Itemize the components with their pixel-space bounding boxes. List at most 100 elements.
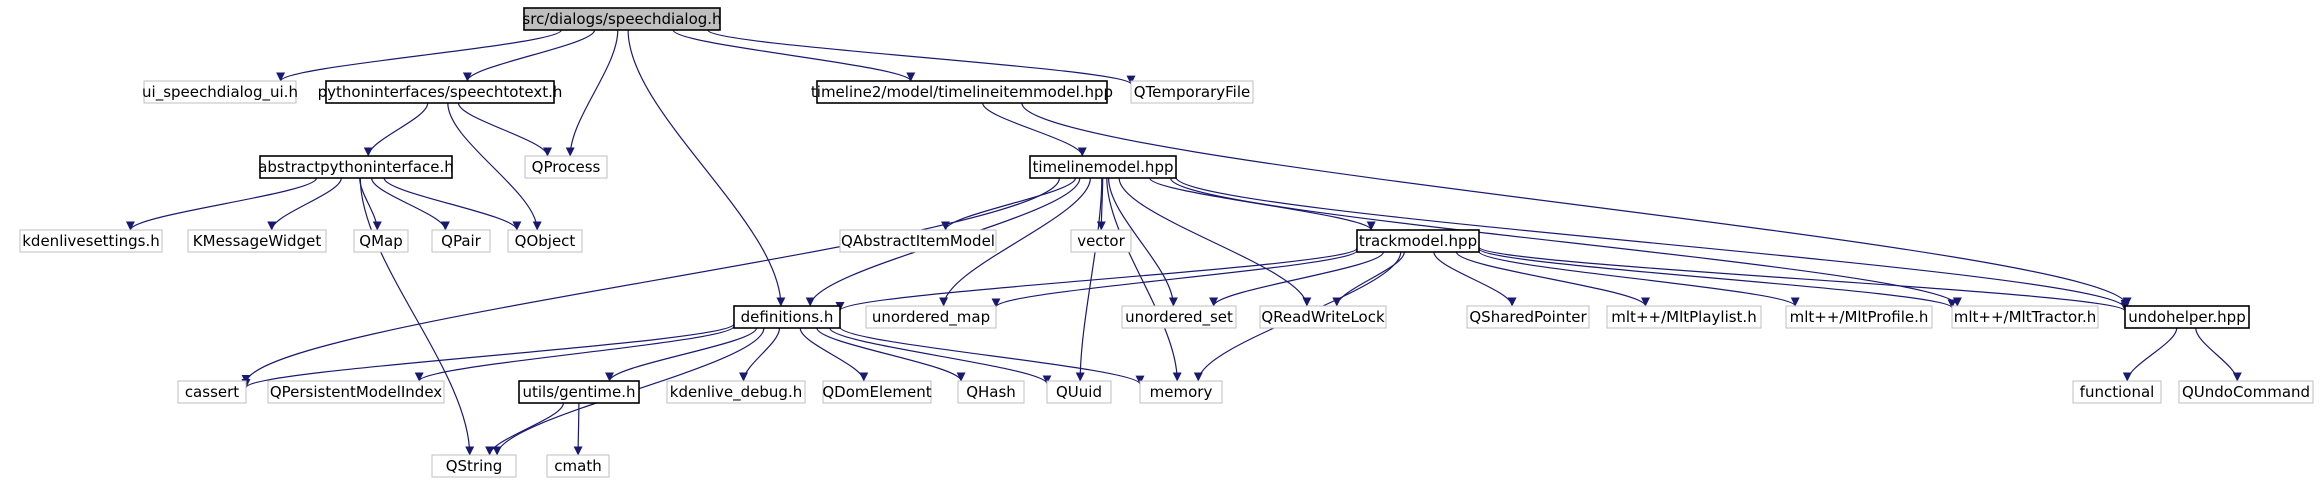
node-undohelper[interactable]: undohelper.hpp <box>2124 305 2250 329</box>
edge-speechdialog-to-ui_speechdialog <box>276 29 562 82</box>
node-functional: functional <box>2072 380 2162 404</box>
node-box-qsharedpointer <box>1466 305 1590 329</box>
edge-speechtotext-to-qobject <box>447 102 542 231</box>
edge-abstractpython-to-qstring <box>359 177 475 456</box>
node-label-functional: functional <box>2080 383 2155 401</box>
edge-definitions-to-memory <box>839 326 1145 385</box>
node-mltprofile: mlt++/MltProfile.h <box>1785 305 1933 329</box>
edge-speechdialog-to-speechtotext <box>462 29 596 82</box>
node-label-memory: memory <box>1150 383 1213 401</box>
edge-speechdialog-to-timelineitemmodel <box>672 29 916 82</box>
node-label-unordered_map: unordered_map <box>872 308 990 327</box>
node-box-qundocommand <box>2178 380 2314 404</box>
node-box-qmap <box>353 229 409 253</box>
node-label-kdenlive_debug: kdenlive_debug.h <box>670 383 802 402</box>
node-label-undohelper: undohelper.hpp <box>2128 308 2245 326</box>
node-box-timelinemodel <box>1029 155 1177 179</box>
node-unordered_set: unordered_set <box>1121 305 1237 329</box>
node-box-kdenlive_debug <box>666 380 806 404</box>
edge-definitions-to-gentime <box>605 327 758 382</box>
edge-gentime-to-qstring <box>485 402 564 456</box>
edge-definitions-to-kdenlive_debug <box>739 327 781 382</box>
edge-trackmodel-to-qsharedpointer <box>1433 251 1517 307</box>
edge-abstractpython-to-kdenlivesettings <box>126 177 318 231</box>
node-box-qprocess <box>524 155 608 179</box>
edge-abstractpython-to-qpair <box>371 177 450 231</box>
edge-timelinemodel-to-cassert <box>241 177 1060 384</box>
node-box-qhash <box>957 380 1025 404</box>
node-label-cassert: cassert <box>185 383 239 401</box>
node-label-abstractpython: abstractpythoninterface.h <box>258 158 454 176</box>
node-box-kmessagewidget <box>187 229 327 253</box>
node-trackmodel[interactable]: trackmodel.hpp <box>1356 229 1480 253</box>
node-cmath: cmath <box>546 454 610 478</box>
node-vector: vector <box>1070 229 1132 253</box>
node-qreadwritelock: QReadWriteLock <box>1259 305 1387 329</box>
node-box-undohelper <box>2124 305 2250 329</box>
node-qundocommand: QUndoCommand <box>2178 380 2314 404</box>
edge-trackmodel-to-mltprofile <box>1478 250 1800 307</box>
node-gentime[interactable]: utils/gentime.h <box>518 380 640 404</box>
node-qpair: QPair <box>431 229 491 253</box>
node-label-qreadwritelock: QReadWriteLock <box>1261 308 1385 326</box>
edge-trackmodel-to-mltplaylist <box>1455 251 1650 307</box>
node-mltplaylist: mlt++/MltPlaylist.h <box>1606 305 1762 329</box>
node-qprocess: QProcess <box>524 155 608 179</box>
node-box-ui_speechdialog <box>143 80 297 104</box>
edge-timelinemodel-to-vector <box>1096 177 1106 231</box>
edge-trackmodel-to-unordered_set <box>1209 251 1384 307</box>
edge-gentime-to-cmath <box>573 402 583 456</box>
edge-speechtotext-to-qprocess <box>457 102 552 157</box>
node-box-speechdialog <box>523 7 721 31</box>
node-label-ui_speechdialog: ui_speechdialog_ui.h <box>142 83 298 102</box>
node-timelinemodel[interactable]: timelinemodel.hpp <box>1029 155 1177 179</box>
node-label-timelineitemmodel: timeline2/model/timelineitemmodel.hpp <box>811 83 1113 101</box>
node-label-mltprofile: mlt++/MltProfile.h <box>1790 308 1929 326</box>
node-label-mlttractor: mlt++/MltTractor.h <box>1954 308 2097 326</box>
nodes-layer: src/dialogs/speechdialog.h ui_speechdialo… <box>19 7 2314 478</box>
node-qabstractitemmodel: QAbstractItemModel <box>839 229 997 253</box>
node-ui_speechdialog: ui_speechdialog_ui.h <box>142 80 298 104</box>
edge-trackmodel-to-unordered_map <box>991 249 1358 308</box>
edge-trackmodel-to-definitions <box>835 247 1358 312</box>
node-box-memory <box>1139 380 1223 404</box>
node-box-definitions <box>733 305 841 329</box>
node-label-qabstractitemmodel: QAbstractItemModel <box>841 232 995 250</box>
node-box-mlttractor <box>1951 305 2099 329</box>
node-label-qdomelement: QDomElement <box>822 383 931 401</box>
node-label-kmessagewidget: KMessageWidget <box>193 232 322 250</box>
node-box-speechtotext <box>325 80 555 104</box>
edge-abstractpython-to-qobject <box>383 177 522 231</box>
edge-speechdialog-to-qtemporaryfile <box>707 29 1136 85</box>
node-box-qreadwritelock <box>1259 305 1387 329</box>
node-label-qprocess: QProcess <box>532 158 601 176</box>
edge-timelineitemmodel-to-undohelper <box>1021 102 2132 307</box>
node-box-qobject <box>507 229 583 253</box>
edge-speechtotext-to-abstractpython <box>363 102 429 157</box>
node-label-qmap: QMap <box>359 232 402 250</box>
node-box-qdomelement <box>822 380 932 404</box>
node-definitions[interactable]: definitions.h <box>733 305 841 329</box>
node-label-speechdialog: src/dialogs/speechdialog.h <box>522 10 721 28</box>
edge-speechdialog-to-qprocess <box>565 29 619 157</box>
node-box-timelineitemmodel <box>816 80 1108 104</box>
node-label-trackmodel: trackmodel.hpp <box>1359 232 1477 250</box>
node-timelineitemmodel[interactable]: timeline2/model/timelineitemmodel.hpp <box>811 80 1113 104</box>
node-qstring: QString <box>431 454 517 478</box>
node-qpersistentmodelindex: QPersistentModelIndex <box>267 380 445 404</box>
node-box-gentime <box>518 380 640 404</box>
node-qtemporaryfile: QTemporaryFile <box>1130 80 1254 104</box>
edge-timelineitemmodel-to-timelinemodel <box>982 102 1087 157</box>
node-abstractpython[interactable]: abstractpythoninterface.h <box>258 155 454 179</box>
node-speechdialog[interactable]: src/dialogs/speechdialog.h <box>522 7 722 31</box>
node-box-vector <box>1070 229 1132 253</box>
edge-trackmodel-to-undohelper <box>1478 246 2130 312</box>
node-qmap: QMap <box>353 229 409 253</box>
node-qdomelement: QDomElement <box>822 380 932 404</box>
node-box-qtemporaryfile <box>1130 80 1254 104</box>
edge-definitions-to-quuid <box>829 327 1052 385</box>
edge-timelinemodel-to-qreadwritelock <box>1118 177 1312 307</box>
node-qhash: QHash <box>957 380 1025 404</box>
node-box-cassert <box>177 380 247 404</box>
node-speechtotext[interactable]: pythoninterfaces/speechtotext.h <box>318 80 563 104</box>
